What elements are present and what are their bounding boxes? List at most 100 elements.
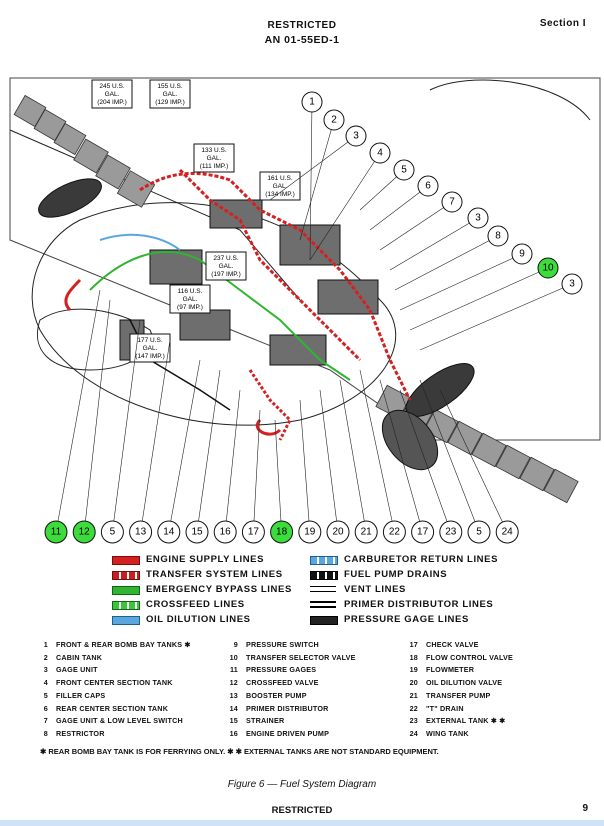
callout-3: 3 (389, 207, 489, 271)
part-label: ENGINE DRIVEN PUMP (246, 728, 330, 738)
part-label: CROSSFEED VALVE (246, 678, 319, 688)
part-label: FRONT CENTER SECTION TANK (56, 678, 173, 688)
callout-19: 19 (298, 399, 322, 544)
callout-number: 14 (163, 527, 175, 538)
callout-number: 8 (495, 231, 501, 242)
parts-list-item: 21 TRANSFER PUMP (404, 691, 491, 700)
callout-number: 3 (353, 131, 359, 142)
legend-swatch-carb (310, 556, 338, 565)
tank-capacity-label: 161 U.S.GAL.(134 IMP.) (259, 171, 301, 201)
part-number: 6 (43, 703, 48, 713)
bottom-strip (0, 820, 604, 826)
part-label: REAR CENTER SECTION TANK (56, 703, 169, 713)
tank-capacity-text: 237 U.S. (213, 255, 238, 262)
right-engine (381, 409, 439, 471)
legend-swatch-gage (310, 616, 338, 625)
tank-capacity-text: GAL. (143, 345, 158, 352)
header-document-number: AN 01-55ED-1 (264, 34, 340, 46)
callout-18: 18 (270, 419, 294, 544)
callout-17: 17 (379, 379, 435, 544)
legend-label: EMERGENCY BYPASS LINES (146, 584, 292, 595)
tank-capacity-text: (97 IMP.) (177, 304, 203, 311)
header-restricted: RESTRICTED (267, 20, 337, 31)
part-label: PRESSURE GAGES (246, 665, 317, 675)
callout-number: 21 (361, 527, 373, 538)
tank-capacity-text: 161 U.S. (267, 175, 292, 182)
part-number: 17 (409, 640, 418, 649)
legend-label: TRANSFER SYSTEM LINES (146, 569, 283, 580)
part-number: 15 (229, 716, 238, 726)
fuel-system-diagram: 245 U.S.GAL.(204 IMP.)155 U.S.GAL.(129 I… (9, 77, 601, 544)
callout-number: 20 (332, 527, 344, 538)
callout-number: 24 (502, 527, 514, 538)
part-number: 23 (409, 716, 418, 726)
footer-restricted: RESTRICTED (271, 805, 333, 816)
callout-17: 17 (241, 409, 265, 544)
part-number: 22 (409, 703, 418, 713)
part-number: 2 (43, 652, 48, 662)
legend-swatch-engine (112, 556, 140, 565)
header-section: Section I (539, 18, 586, 29)
callout-4: 4 (309, 142, 391, 261)
part-label: TRANSFER PUMP (426, 690, 491, 700)
part-number: 5 (43, 690, 48, 700)
tank-capacity-text: GAL. (207, 155, 222, 162)
callout-23: 23 (399, 389, 463, 544)
legend-swatch-crossfeed (112, 601, 140, 610)
callout-number: 4 (377, 148, 383, 159)
callout-3: 3 (419, 273, 583, 351)
callout-8: 8 (394, 225, 509, 291)
part-label: TRANSFER SELECTOR VALVE (246, 652, 356, 662)
tank-capacity-text: 155 U.S. (157, 83, 182, 90)
tank-capacity-text: GAL. (273, 183, 288, 190)
callout-22: 22 (359, 369, 406, 544)
tank-capacity-text: GAL. (183, 296, 198, 303)
left-wing-tanks (13, 94, 156, 208)
callout-number: 6 (425, 181, 431, 192)
callout-5: 5 (419, 379, 491, 544)
legend-label: ENGINE SUPPLY LINES (146, 554, 265, 565)
tank-capacity-text: 133 U.S. (201, 147, 226, 154)
tank-capacity-labels: 245 U.S.GAL.(204 IMP.)155 U.S.GAL.(129 I… (91, 79, 301, 363)
part-number: 1 (43, 640, 48, 649)
callout-number: 7 (449, 197, 455, 208)
legend-swatch-transfer (112, 571, 140, 580)
callout-number: 12 (79, 527, 91, 538)
part-label: PRESSURE SWITCH (246, 640, 319, 649)
part-number: 11 (230, 665, 238, 675)
part-label: WING TANK (426, 728, 469, 738)
figure-caption: Figure 6 — Fuel System Diagram (227, 779, 377, 790)
callout-number: 10 (542, 263, 554, 274)
callout-21: 21 (339, 379, 378, 544)
callout-11: 11 (44, 289, 101, 544)
callout-number: 9 (519, 249, 525, 260)
parts-list-item: 15 STRAINER (224, 716, 285, 726)
callout-13: 13 (129, 339, 171, 544)
callout-number: 2 (331, 115, 337, 126)
legend-swatch-drain (310, 571, 338, 580)
tank-capacity-text: (204 IMP.) (97, 99, 127, 106)
left-nacelle (38, 178, 102, 218)
part-number: 19 (409, 665, 418, 675)
callout-number: 11 (51, 527, 62, 538)
part-number: 18 (409, 652, 418, 662)
part-label: GAGE UNIT (56, 665, 98, 675)
callout-number: 15 (191, 527, 203, 538)
part-number: 7 (43, 716, 48, 726)
part-number: 12 (229, 678, 238, 688)
part-number: 21 (409, 690, 418, 700)
tank-capacity-text: (197 IMP.) (211, 271, 241, 278)
callout-12: 12 (72, 299, 111, 544)
callout-2: 2 (299, 109, 345, 241)
part-label: STRAINER (246, 716, 285, 726)
